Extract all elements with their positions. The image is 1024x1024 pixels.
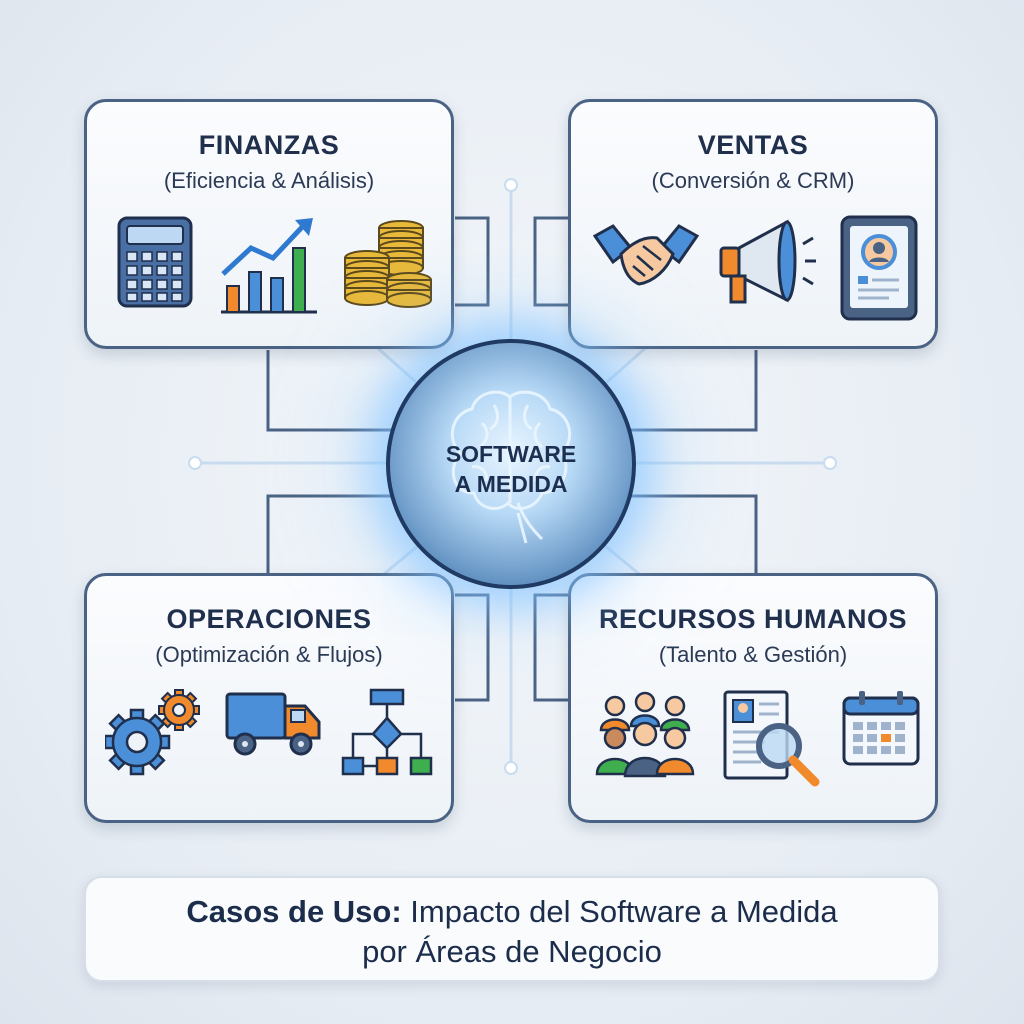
brain-icon [450,390,572,544]
central-hub: SOFTWARE A MEDIDA [386,339,636,589]
caption-rest: Impacto del Software a Medida [401,894,838,929]
card-operaciones: OPERACIONES (Optimización & Flujos) [84,573,454,823]
card-subtitle: (Talento & Gestión) [658,642,848,667]
tablet-profile-icon [840,215,918,321]
card-subtitle: (Conversión & CRM) [651,168,855,193]
card-ventas: VENTAS (Conversión & CRM) [568,99,938,349]
card-finanzas: FINANZAS (Eficiencia & Análisis) [84,99,454,349]
resume-search-icon [723,690,820,787]
caption-box: Casos de Uso: Impacto del Software a Med… [84,876,940,982]
truck-icon [225,692,321,756]
gears-icon [105,689,200,776]
flowchart-icon [341,688,433,776]
caption-bold: Casos de Uso: [186,894,402,929]
hub-label-line2: A MEDIDA [454,471,568,497]
handshake-icon [592,224,700,286]
card-title: OPERACIONES [166,604,372,634]
card-subtitle: (Eficiencia & Análisis) [163,168,375,193]
team-icon [595,691,695,778]
caption-line2: por Áreas de Negocio [362,934,662,969]
card-title: FINANZAS [198,130,340,160]
caption-line1: Casos de Uso: Impacto del Software a Med… [86,892,938,932]
calendar-icon [842,691,920,766]
hub-label-line1: SOFTWARE [445,441,577,467]
growth-chart-icon [221,218,317,314]
card-title: VENTAS [697,130,809,160]
megaphone-icon [719,219,816,304]
card-recursos-humanos: RECURSOS HUMANOS (Talento & Gestión) [568,573,938,823]
card-title: RECURSOS HUMANOS [598,604,908,634]
calculator-icon [117,216,193,308]
card-subtitle: (Optimización & Flujos) [155,642,383,667]
coins-icon [344,220,432,308]
